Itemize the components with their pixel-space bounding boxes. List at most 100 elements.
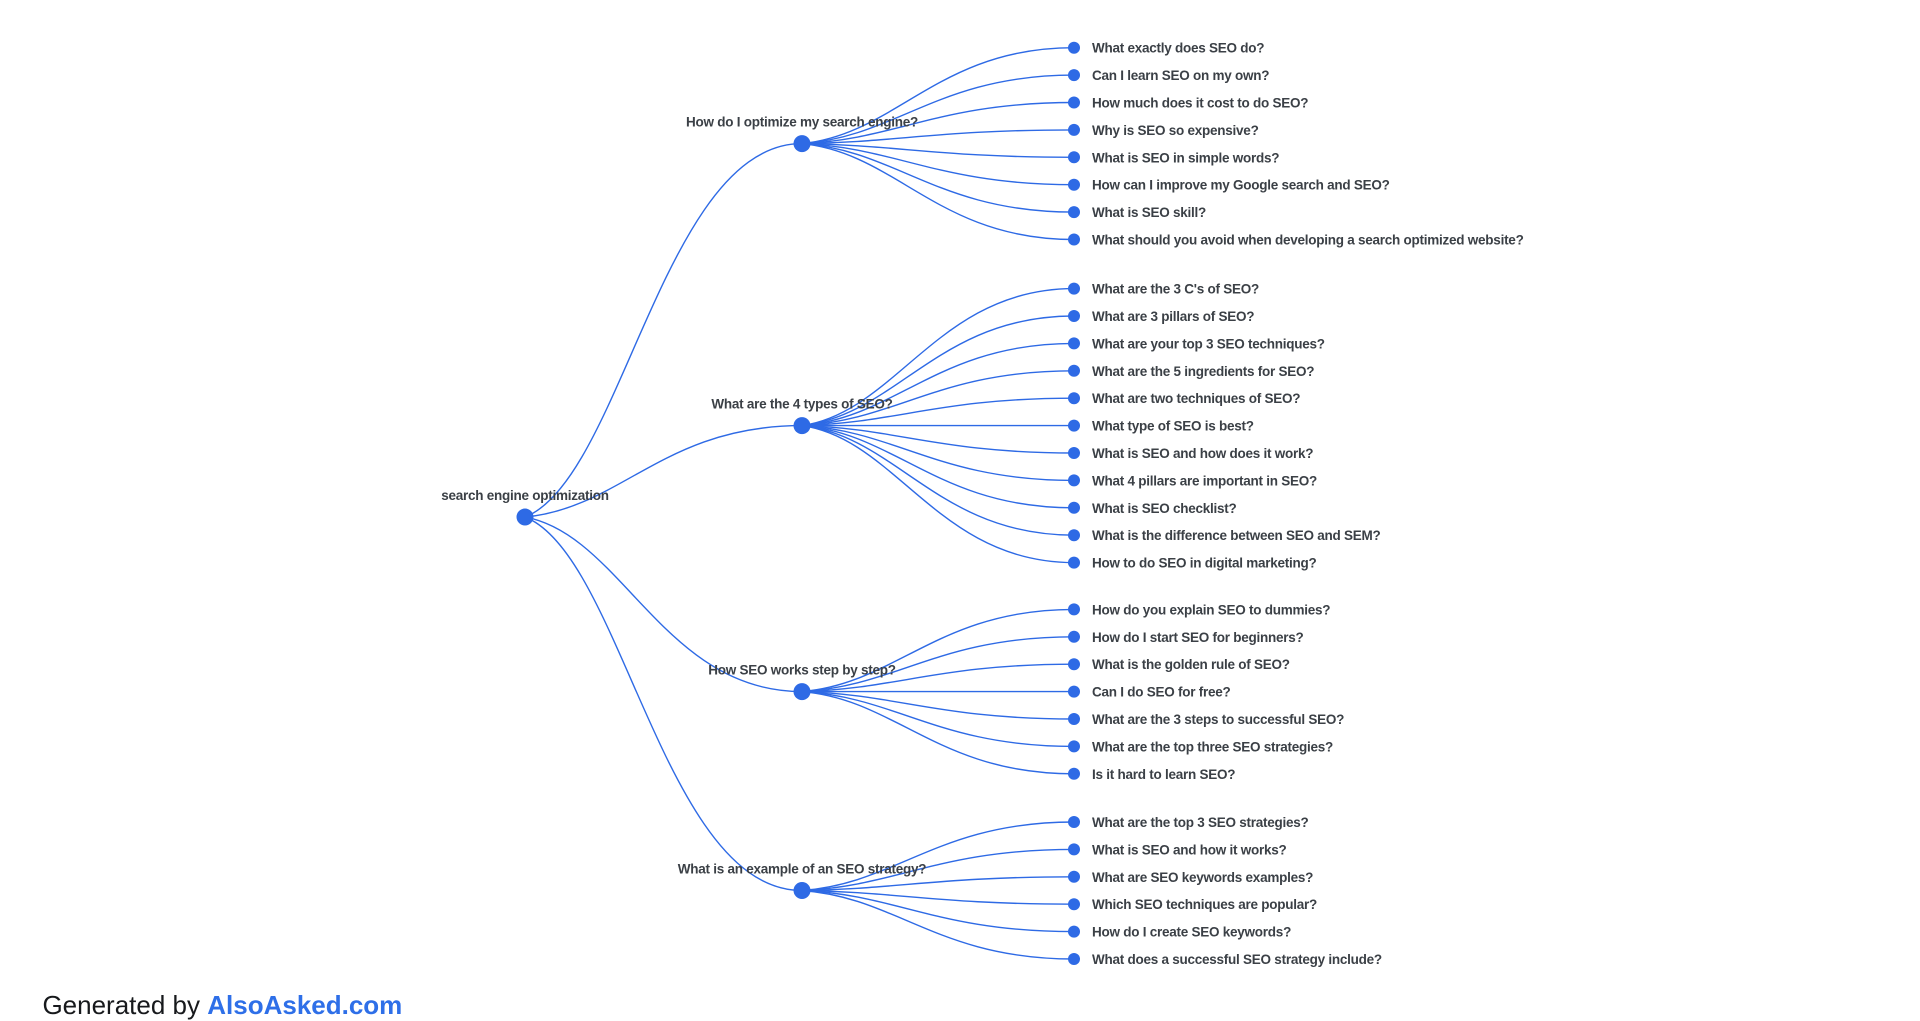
leaf-label: What type of SEO is best? <box>1092 419 1254 434</box>
leaf-label: What exactly does SEO do? <box>1092 41 1264 56</box>
leaf-node[interactable] <box>1068 233 1080 246</box>
leaf-label: Why is SEO so expensive? <box>1092 123 1259 138</box>
root-label: search engine optimization <box>441 488 609 503</box>
leaf-label: What is SEO in simple words? <box>1092 150 1279 165</box>
link-curve <box>801 142 1075 186</box>
leaf-label: What is SEO and how it works? <box>1092 842 1287 857</box>
link-curve <box>801 74 1075 145</box>
link-curve <box>801 370 1075 427</box>
leaf-label: How do I create SEO keywords? <box>1092 925 1291 940</box>
root-node[interactable] <box>516 508 534 526</box>
leaf-node[interactable] <box>1068 501 1080 514</box>
link-curve <box>801 889 1075 960</box>
branch-node[interactable] <box>793 683 811 701</box>
leaf-node[interactable] <box>1068 310 1080 322</box>
leaf-node[interactable] <box>1068 713 1080 725</box>
leaf-label: How do you explain SEO to dummies? <box>1092 602 1330 617</box>
leaf-node[interactable] <box>1068 151 1080 164</box>
leaf-label: How do I start SEO for beginners? <box>1092 630 1304 645</box>
footer-generated-by-text: Generated by <box>42 990 208 1020</box>
leaf-label: How much does it cost to do SEO? <box>1092 96 1308 111</box>
link-curve <box>801 848 1075 892</box>
leaf-label: What are the top 3 SEO strategies? <box>1092 815 1309 830</box>
branch-node[interactable] <box>793 882 811 899</box>
link-curve <box>801 287 1075 427</box>
link-curve <box>801 424 1075 564</box>
leaf-node[interactable] <box>1068 529 1080 542</box>
link-curve <box>801 47 1075 145</box>
link-curve <box>801 315 1075 427</box>
leaf-label: What are two techniques of SEO? <box>1092 391 1300 406</box>
footer-brand-link[interactable]: AlsoAsked.com <box>207 990 403 1020</box>
leaf-node[interactable] <box>1068 556 1080 569</box>
leaf-node[interactable] <box>1068 447 1080 459</box>
link-curve <box>801 889 1075 933</box>
leaf-node[interactable] <box>1068 282 1080 295</box>
leaf-node[interactable] <box>1068 41 1080 54</box>
leaf-node[interactable] <box>1068 740 1080 753</box>
leaf-node[interactable] <box>1068 603 1080 616</box>
leaf-label: What are the 3 steps to successful SEO? <box>1092 712 1344 727</box>
link-curve <box>801 424 1075 536</box>
leaf-label: How to do SEO in digital marketing? <box>1092 556 1317 571</box>
leaf-label: Can I learn SEO on my own? <box>1092 68 1269 83</box>
leaf-label: Is it hard to learn SEO? <box>1092 767 1235 782</box>
leaf-label: What does a successful SEO strategy incl… <box>1092 952 1382 967</box>
leaf-node[interactable] <box>1068 767 1080 780</box>
leaf-label: Which SEO techniques are popular? <box>1092 897 1317 912</box>
leaf-label: What should you avoid when developing a … <box>1092 233 1524 248</box>
link-curve <box>801 424 1075 482</box>
link-curve <box>801 690 1075 720</box>
link-curve <box>524 516 803 693</box>
leaf-label: What are 3 pillars of SEO? <box>1092 309 1254 324</box>
link-curve <box>801 142 1075 213</box>
leaf-label: How can I improve my Google search and S… <box>1092 178 1390 193</box>
leaf-node[interactable] <box>1068 925 1080 938</box>
leaf-node[interactable] <box>1068 658 1080 671</box>
link-curve <box>524 516 803 892</box>
leaf-label: What are the 3 C's of SEO? <box>1092 282 1259 297</box>
leaf-node[interactable] <box>1068 419 1080 432</box>
link-curve <box>801 342 1075 427</box>
link-curve <box>801 876 1075 892</box>
leaf-node[interactable] <box>1068 123 1080 136</box>
leaf-node[interactable] <box>1068 96 1080 109</box>
leaf-node[interactable] <box>1068 337 1080 350</box>
footer: Generated by AlsoAsked.com <box>28 957 402 1021</box>
branch-node[interactable] <box>793 417 811 435</box>
link-curve <box>801 142 1075 158</box>
leaf-node[interactable] <box>1068 474 1080 487</box>
leaf-node[interactable] <box>1068 392 1080 405</box>
link-curve <box>801 142 1075 241</box>
link-curve <box>801 424 1075 509</box>
leaf-label: What are your top 3 SEO techniques? <box>1092 336 1325 351</box>
link-curve <box>801 636 1075 693</box>
leaf-node[interactable] <box>1068 953 1080 965</box>
leaf-node[interactable] <box>1068 843 1080 856</box>
branch-label: How do I optimize my search engine? <box>686 115 918 130</box>
leaf-node[interactable] <box>1068 206 1080 219</box>
link-curve <box>801 129 1075 145</box>
leaf-label: What is SEO checklist? <box>1092 501 1237 516</box>
branch-label: How SEO works step by step? <box>708 663 896 678</box>
leaf-node[interactable] <box>1068 898 1080 911</box>
link-curve <box>801 397 1075 427</box>
leaf-node[interactable] <box>1068 816 1080 828</box>
leaf-node[interactable] <box>1068 685 1080 698</box>
leaf-node[interactable] <box>1068 178 1080 191</box>
leaf-label: What is SEO and how does it work? <box>1092 446 1313 461</box>
leaf-node[interactable] <box>1068 630 1080 643</box>
leaf-node[interactable] <box>1068 69 1080 82</box>
link-curve <box>524 142 803 518</box>
leaf-node[interactable] <box>1068 870 1080 883</box>
branch-node[interactable] <box>793 135 811 153</box>
link-curve <box>801 690 1075 748</box>
link-curve <box>801 821 1075 892</box>
link-curve <box>801 663 1075 693</box>
leaf-label: What are the top three SEO strategies? <box>1092 739 1333 754</box>
leaf-label: What is the golden rule of SEO? <box>1092 657 1290 672</box>
leaf-node[interactable] <box>1068 364 1080 377</box>
link-curve <box>801 101 1075 145</box>
leaf-label: What 4 pillars are important in SEO? <box>1092 473 1317 488</box>
